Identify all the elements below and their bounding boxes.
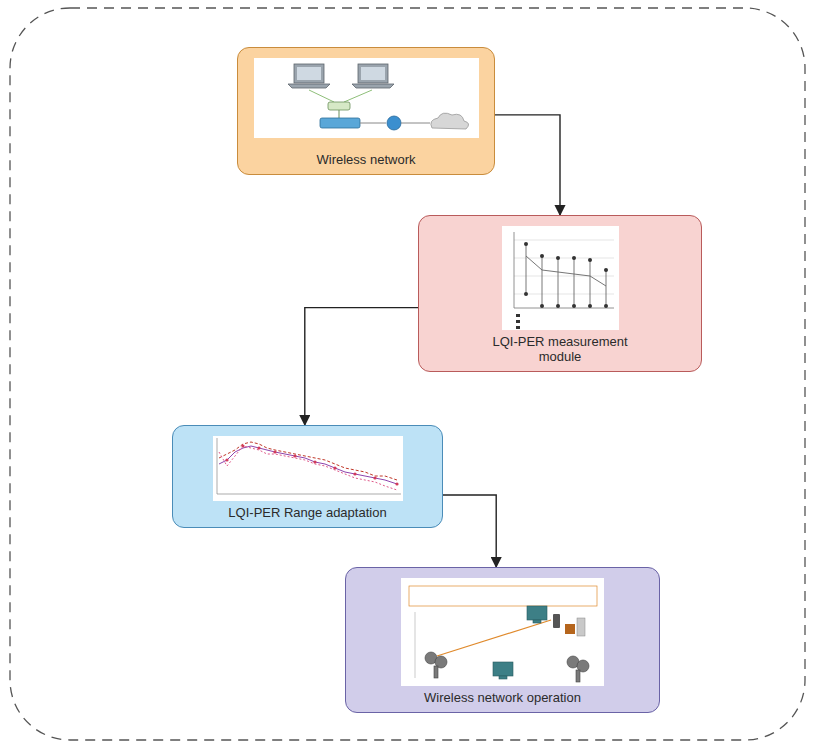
box-label: Wireless network operation bbox=[424, 686, 581, 705]
box-label: LQI-PER measurement module bbox=[470, 330, 650, 364]
box-label: Wireless network bbox=[317, 148, 416, 167]
process-box: LQI-PER Range adaptation bbox=[172, 425, 443, 528]
flow-arrow bbox=[495, 115, 560, 215]
flow-arrow bbox=[305, 308, 418, 425]
network-illustration bbox=[254, 58, 479, 138]
lqi-per-chart bbox=[502, 226, 619, 330]
range-adaptation-chart bbox=[213, 436, 403, 501]
network-operation-illustration bbox=[401, 578, 604, 686]
process-box: LQI-PER measurement module bbox=[418, 215, 702, 372]
process-box: Wireless network operation bbox=[345, 567, 660, 713]
flow-arrow bbox=[443, 495, 496, 567]
process-box: Wireless network bbox=[237, 47, 495, 175]
box-label: LQI-PER Range adaptation bbox=[228, 501, 386, 520]
